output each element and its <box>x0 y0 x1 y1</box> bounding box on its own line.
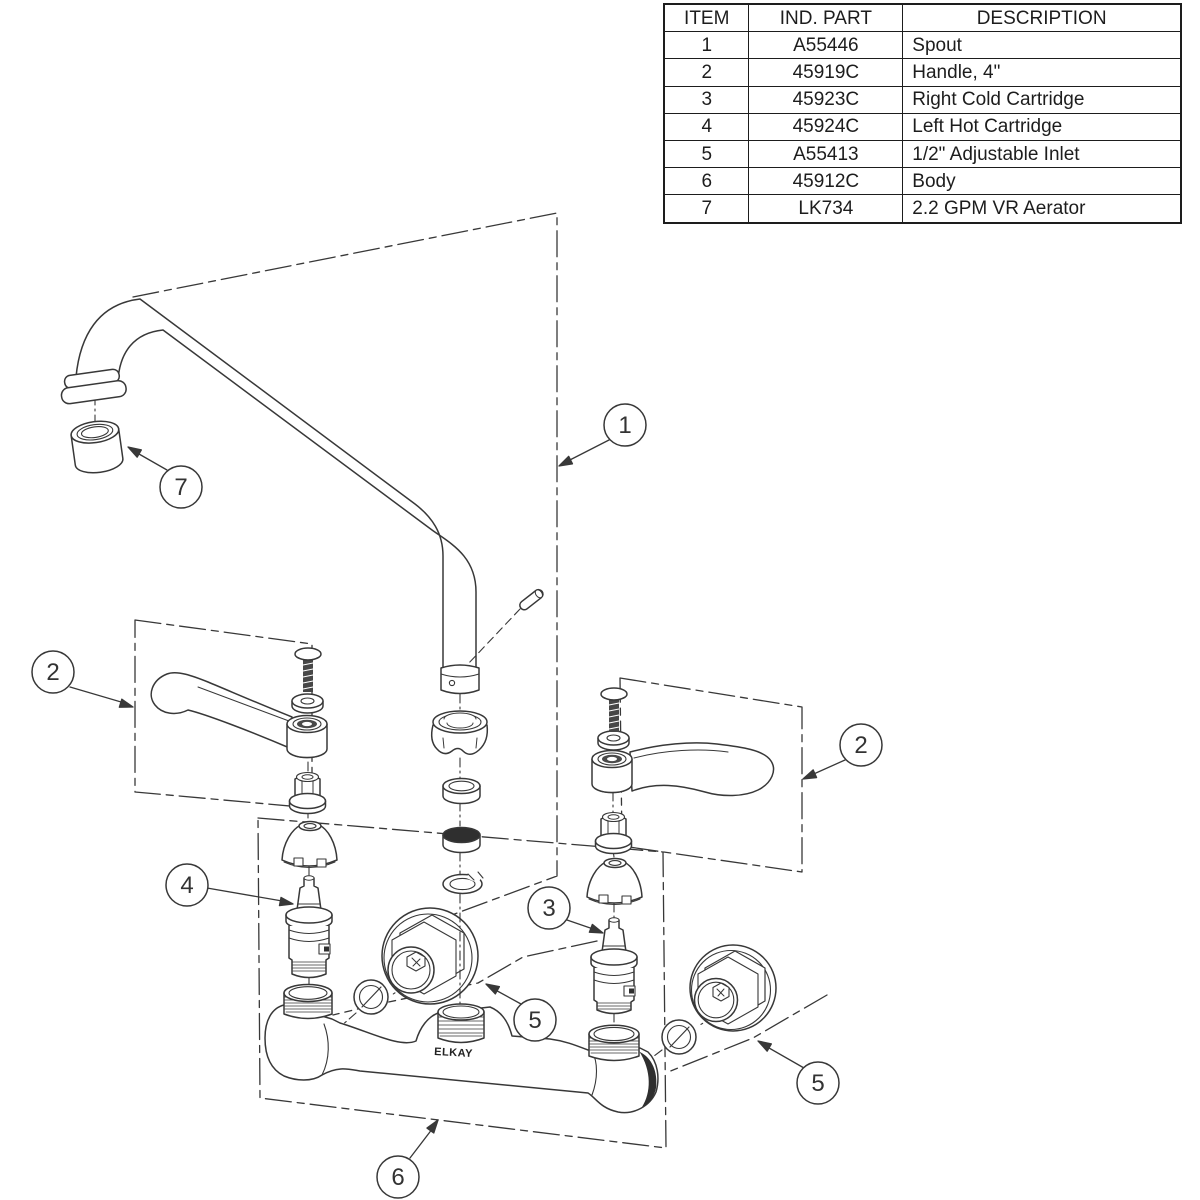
svg-text:2: 2 <box>854 732 867 759</box>
cell-description: Right Cold Cartridge <box>902 85 1182 114</box>
svg-text:1: 1 <box>618 412 631 439</box>
cell-description: Handle, 4" <box>902 58 1182 87</box>
cell-description: 1/2" Adjustable Inlet <box>902 139 1182 169</box>
dome-cap-right <box>587 859 642 905</box>
cell-item: 7 <box>663 194 750 223</box>
svg-text:7: 7 <box>174 474 187 501</box>
header-description: DESCRIPTION <box>902 3 1182 33</box>
cell-part: 45923C <box>748 85 904 114</box>
snap-ring <box>443 869 483 894</box>
cell-description: Spout <box>902 31 1182 60</box>
aerator <box>70 418 125 475</box>
svg-text:3: 3 <box>542 895 555 922</box>
svg-text:5: 5 <box>528 1007 541 1034</box>
body-port-center <box>438 1004 484 1043</box>
cell-item: 4 <box>663 112 750 141</box>
table-row: 1 A55446 Spout <box>663 31 1182 60</box>
body-boundary <box>258 818 666 1148</box>
inlet-left <box>382 908 478 1004</box>
cartridge-right-cold <box>591 918 637 1014</box>
body-shadow-crescent <box>639 1051 657 1107</box>
handle-left-boundary <box>135 620 312 808</box>
cell-part: 45924C <box>748 112 904 141</box>
parts-table: ITEM IND. PART DESCRIPTION 1 A55446 Spou… <box>663 3 1182 224</box>
inlet-right <box>690 945 776 1031</box>
brand-mark: ELKAY <box>434 1046 474 1060</box>
gasket-left <box>354 980 388 1014</box>
cell-item: 6 <box>663 167 750 196</box>
header-part: IND. PART <box>748 3 904 33</box>
handle-screw-right <box>601 688 627 732</box>
svg-text:4: 4 <box>180 872 193 899</box>
callout-left-hot-cartridge: 4 <box>166 864 294 908</box>
handle-right <box>592 743 773 796</box>
callouts: 1 2 2 3 <box>32 404 882 1198</box>
set-screw-pin <box>468 588 545 664</box>
dome-cap-left <box>282 822 337 868</box>
cartridge-left-hot <box>286 876 332 978</box>
o-ring <box>443 828 480 853</box>
table-row: 7 LK734 2.2 GPM VR Aerator <box>663 194 1182 223</box>
table-row: 6 45912C Body <box>663 167 1182 196</box>
table-row: 5 A55413 1/2" Adjustable Inlet <box>663 139 1182 169</box>
cell-part: A55413 <box>748 139 904 169</box>
cell-description: Left Hot Cartridge <box>902 112 1182 141</box>
handle-left <box>151 673 327 758</box>
gasket-right <box>662 1020 696 1054</box>
callout-aerator: 7 <box>126 443 202 508</box>
svg-text:5: 5 <box>811 1070 824 1097</box>
table-row: 4 45924C Left Hot Cartridge <box>663 112 1182 141</box>
cell-description: 2.2 GPM VR Aerator <box>902 194 1182 223</box>
cell-item: 2 <box>663 58 750 87</box>
cell-item: 5 <box>663 139 750 169</box>
cell-part: 45912C <box>748 167 904 196</box>
callout-body: 6 <box>377 1118 441 1198</box>
callout-handle-right: 2 <box>801 724 882 783</box>
body-port-left <box>284 985 332 1019</box>
spout-boundary <box>133 213 557 922</box>
spout-tip-cap <box>59 368 127 405</box>
table-row: 3 45923C Right Cold Cartridge <box>663 85 1182 114</box>
cell-part: 45919C <box>748 58 904 87</box>
inlet-right-boundary <box>668 995 827 1072</box>
nut-left <box>290 773 326 814</box>
handle-screw-left <box>295 648 321 692</box>
spout-nut <box>432 711 488 754</box>
body-port-right <box>589 1025 639 1060</box>
svg-text:6: 6 <box>391 1164 404 1191</box>
table-header-row: ITEM IND. PART DESCRIPTION <box>663 3 1182 33</box>
cell-item: 3 <box>663 85 750 114</box>
spout <box>59 299 479 694</box>
table-row: 2 45919C Handle, 4" <box>663 58 1182 87</box>
cell-part: LK734 <box>748 194 904 223</box>
body: ELKAY <box>265 985 658 1113</box>
callout-inlet-right: 5 <box>756 1037 839 1104</box>
screw-washer-left <box>292 694 323 713</box>
cell-part: A55446 <box>748 31 904 60</box>
nut-right <box>596 813 632 854</box>
header-item: ITEM <box>663 3 750 33</box>
cell-item: 1 <box>663 31 750 60</box>
callout-spout: 1 <box>557 404 646 470</box>
callout-right-cold-cartridge: 3 <box>528 887 605 937</box>
screw-washer-right <box>598 731 629 750</box>
svg-text:2: 2 <box>46 659 59 686</box>
spout-collar <box>441 665 479 694</box>
inlet-left-boundary <box>333 941 597 1015</box>
spacer-ring <box>443 779 480 804</box>
callout-inlet-left: 5 <box>484 980 556 1041</box>
callout-handle-left: 2 <box>32 651 134 711</box>
cell-description: Body <box>902 167 1182 196</box>
